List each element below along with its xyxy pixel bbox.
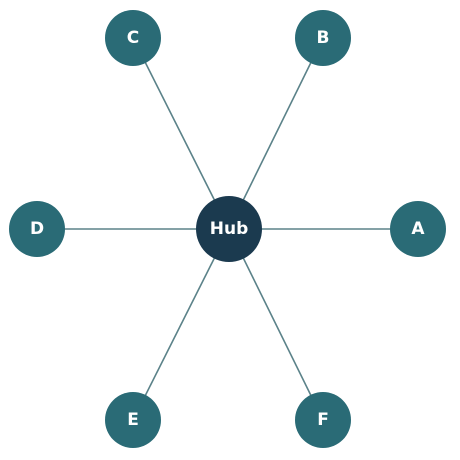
node-f[interactable]: F [295,392,351,448]
edge-e [132,228,230,421]
node-e-circle [105,392,161,448]
node-c[interactable]: C [105,10,161,66]
node-a-circle [390,201,446,257]
node-d[interactable]: D [9,201,65,257]
node-a[interactable]: A [390,201,446,257]
hub-node[interactable]: Hub [196,196,262,262]
node-d-label: D [30,219,44,239]
hub-label: Hub [210,219,249,239]
edge-c [132,37,230,230]
node-b-label: B [317,28,330,48]
node-a-label: A [411,219,425,239]
node-d-circle [9,201,65,257]
node-f-label: F [317,410,329,430]
edge-f [228,228,324,421]
node-c-circle [105,10,161,66]
edge-b [228,37,324,230]
node-e-label: E [127,410,139,430]
node-b[interactable]: B [295,10,351,66]
node-c-label: C [127,28,139,48]
node-b-circle [295,10,351,66]
hub-circle [196,196,262,262]
leaf-nodes: A B C D E F [9,10,446,448]
node-f-circle [295,392,351,448]
node-e[interactable]: E [105,392,161,448]
